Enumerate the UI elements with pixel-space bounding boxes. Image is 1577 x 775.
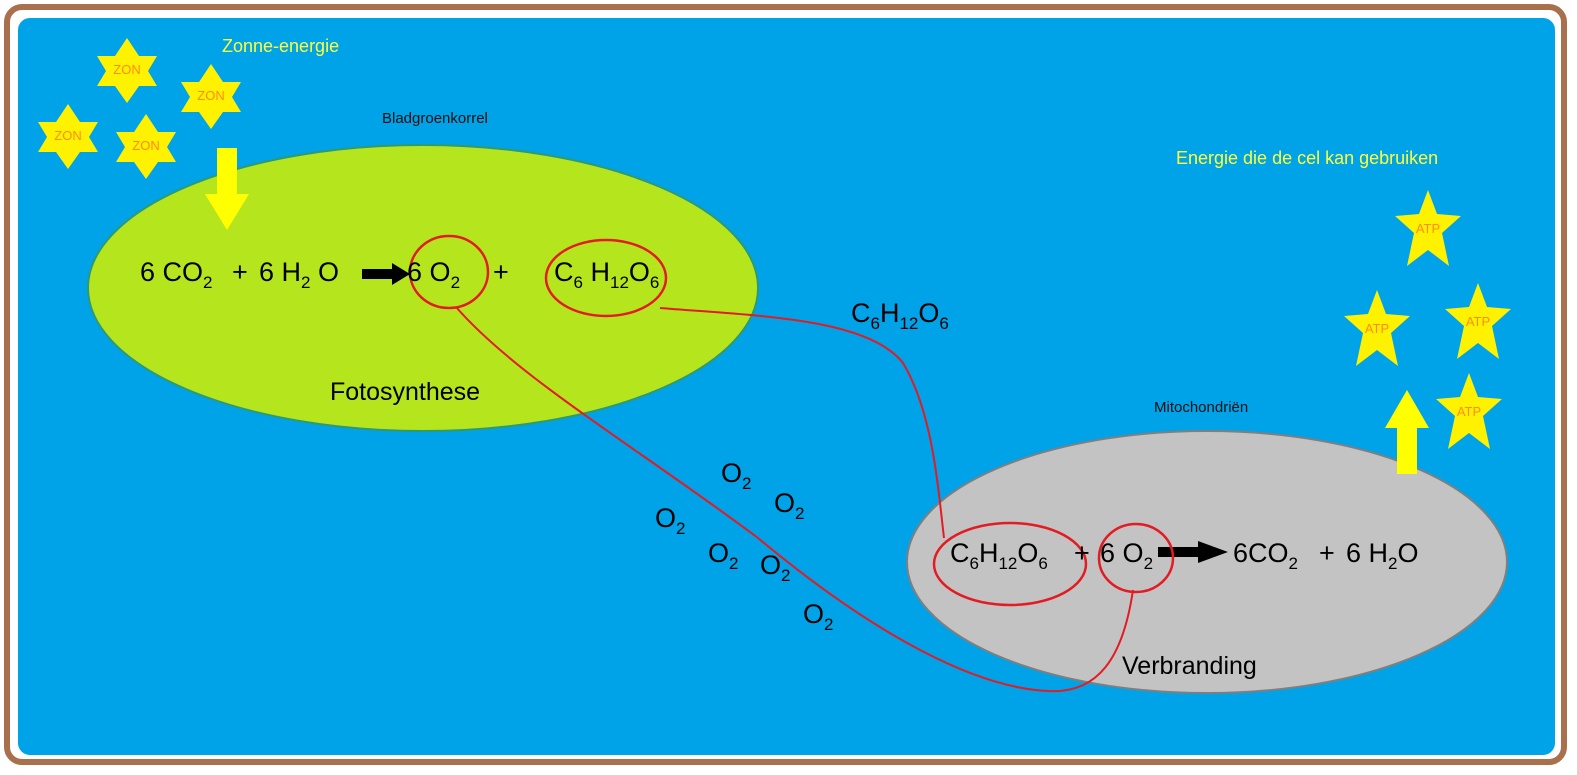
respiration-o2-term: 6 O2 xyxy=(1100,538,1154,573)
photosynthesis-label: Fotosynthese xyxy=(330,378,481,406)
usable-energy-label: Energie die de cel kan gebruiken xyxy=(1176,148,1439,168)
photosynthesis-plus-sign-2: + xyxy=(493,257,509,287)
sun-star-icon xyxy=(38,104,98,169)
respiration-glucose-term: C6H12O6 xyxy=(950,538,1048,573)
o2-product-circle xyxy=(408,234,490,310)
respiration-co2-term: 6CO2 xyxy=(1233,538,1298,573)
atp-star-icon xyxy=(1344,290,1410,366)
respiration-reaction-arrow-icon xyxy=(1158,541,1228,563)
chloroplast-label: Bladgroenkorrel xyxy=(382,110,488,127)
atp-star-icon xyxy=(1395,190,1461,266)
sun-star-icon xyxy=(181,64,241,129)
o2-reactant-circle xyxy=(1097,522,1175,594)
sun-star-icon xyxy=(97,38,157,103)
sun-star-label: ZON xyxy=(197,88,225,103)
atp-stars xyxy=(1344,190,1511,449)
respiration-plus-sign-2: + xyxy=(1319,538,1335,568)
photosynthesis-reaction-arrow-icon xyxy=(362,263,410,285)
sun-star-label: ZON xyxy=(132,138,160,153)
glucose-reactant-circle xyxy=(932,521,1088,607)
oxygen-molecule: O2 xyxy=(803,599,834,634)
atp-star-label: ATP xyxy=(1364,321,1390,336)
oxygen-transport-line xyxy=(455,306,1134,693)
solar-energy-label: Zonne-energie xyxy=(222,36,340,56)
atp-star-label: ATP xyxy=(1456,404,1482,419)
sun-star-icon xyxy=(116,114,176,179)
oxygen-molecule: O2 xyxy=(708,538,739,573)
combustion-label: Verbranding xyxy=(1122,652,1257,680)
oxygen-molecule: O2 xyxy=(760,550,791,585)
photosynthesis-plus-sign: + xyxy=(232,257,248,287)
oxygen-molecule: O2 xyxy=(655,503,686,538)
diagram-panel: Zonne-energie Bladgroenkorrel Fotosynthe… xyxy=(16,16,1557,757)
mitochondrion-ellipse xyxy=(906,430,1508,694)
atp-star-label: ATP xyxy=(1465,314,1491,329)
transported-glucose: C6H12O6 xyxy=(851,298,949,333)
energy-up-arrow-icon xyxy=(1385,390,1429,474)
respiration-h2o-term: 6 H2O xyxy=(1346,538,1419,573)
atp-star-label: ATP xyxy=(1415,221,1441,236)
glucose-product-circle xyxy=(544,238,668,318)
diagram-graphics xyxy=(38,38,1511,694)
mitochondria-label: Mitochondriën xyxy=(1154,399,1249,416)
atp-star-icon xyxy=(1436,373,1502,449)
photosynthesis-glucose-term: C6 H12O6 xyxy=(554,257,660,292)
sun-stars xyxy=(38,38,241,179)
oxygen-molecule: O2 xyxy=(774,488,805,523)
sun-star-label: ZON xyxy=(113,62,141,77)
sun-star-label: ZON xyxy=(54,128,82,143)
sunlight-arrow-icon xyxy=(205,148,249,230)
glucose-transport-line xyxy=(659,307,945,539)
atp-star-icon xyxy=(1445,283,1511,359)
oxygen-molecule: O2 xyxy=(721,458,752,493)
photosynthesis-o2-term: 6 O2 xyxy=(407,257,461,292)
respiration-plus-sign: + xyxy=(1074,538,1090,568)
photosynthesis-co2-term: 6 CO2 xyxy=(140,257,213,292)
photosynthesis-h2o-term: 6 H2 O xyxy=(259,257,340,292)
chloroplast-ellipse xyxy=(87,144,759,432)
